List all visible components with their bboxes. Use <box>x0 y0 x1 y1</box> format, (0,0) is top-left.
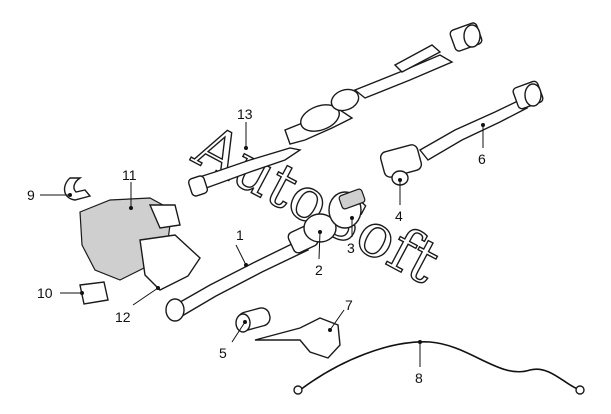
callout-4: 4 <box>395 208 403 224</box>
callout-10: 10 <box>37 285 53 301</box>
small-bracket <box>79 281 109 305</box>
cable <box>299 341 581 391</box>
lever-bracket <box>254 317 341 359</box>
callout-11: 11 <box>122 167 137 183</box>
callout-5: 5 <box>219 345 227 361</box>
propeller-shaft <box>165 224 319 322</box>
callout-9: 9 <box>27 187 35 203</box>
retaining-clip <box>63 177 92 201</box>
callout-8: 8 <box>415 370 423 386</box>
callout-2: 2 <box>315 262 323 278</box>
callout-3: 3 <box>347 240 355 256</box>
callout-7: 7 <box>345 297 353 313</box>
front-propeller-shaft <box>379 80 544 186</box>
callout-12: 12 <box>115 309 131 325</box>
callout-13: 13 <box>237 106 253 122</box>
callout-1: 1 <box>236 227 244 243</box>
rear-propeller-shaft <box>187 22 483 197</box>
mounting-bracket <box>139 234 201 291</box>
callout-leaders <box>40 122 485 367</box>
bush <box>235 307 271 333</box>
callout-6: 6 <box>478 151 486 167</box>
